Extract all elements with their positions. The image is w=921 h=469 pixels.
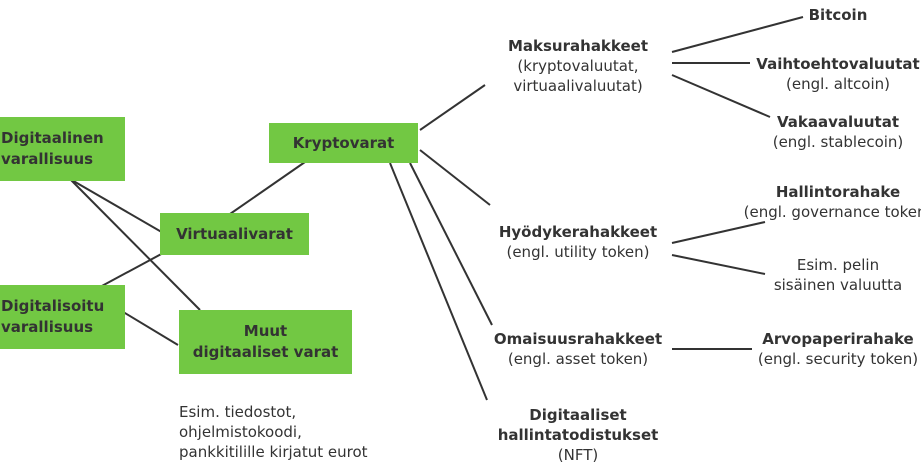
edge-digitaalinen-muut [69,178,201,311]
edge-digitalisoitu-virtuaalivarat [99,251,166,288]
node-title: Maksurahakkeet [507,37,649,55]
node-subtitle: (NFT) [557,446,599,464]
vaihtoehtovaluutat-node: Vaihtoehtovaluutat (engl. altcoin) [756,54,919,94]
digitaalinen-varallisuus-box: Digitaalinen varallisuus [0,117,125,181]
hallintorahake-node: Hallintorahake (engl. governance token) [744,182,921,222]
vakaavaluutat-node: Vakaavaluutat (engl. stablecoin) [773,112,904,152]
node-subtitle: (engl. utility token) [506,243,650,261]
edge-kryptovarat-maksurahakkeet [419,84,486,131]
edge-maksu-bitcoin [671,16,804,53]
example-line: ohjelmistokoodi, [179,423,302,441]
bitcoin-node: Bitcoin [809,5,868,25]
node-subtitle: virtuaalivaluutat) [513,77,643,95]
digitalisoitu-varallisuus-box: Digitalisoitu varallisuus [0,285,125,349]
edge-digitaalinen-virtuaalivarat [69,178,166,235]
node-title: Arvopaperirahake [762,330,914,348]
node-title: Vaihtoehtovaluutat [756,55,920,73]
hyodykerahakkeet-node: Hyödykerahakkeet (engl. utility token) [499,222,657,262]
node-title: Hallintorahake [775,183,901,201]
box-label-line: varallisuus [1,318,94,336]
box-label-line: varallisuus [1,150,94,168]
arvopaperirahake-node: Arvopaperirahake (engl. security token) [758,329,918,369]
node-subtitle: (engl. altcoin) [785,75,890,93]
edge-maksu-vakaavaluutat [671,74,771,118]
pelin-valuutta-node: Esim. pelin sisäinen valuutta [774,255,902,295]
node-subtitle: sisäinen valuutta [773,276,903,294]
omaisuusrahakkeet-node: Omaisuusrahakkeet (engl. asset token) [494,329,662,369]
nft-node: Digitaaliset hallintatodistukset (NFT) [498,405,659,465]
node-subtitle: (kryptovaluutat, [517,57,639,75]
node-title: Vakaavaluutat [776,113,899,131]
example-line: pankkitilille kirjatut eurot [179,443,368,461]
box-label: Kryptovarat [292,133,395,152]
edge-virtuaalivarat-kryptovarat [229,161,306,215]
node-title: Omaisuusrahakkeet [493,330,663,348]
example-line: Esim. tiedostot, [179,403,297,421]
edge-kryptovarat-omaisuusrahakkeet [409,162,493,326]
kryptovarat-box: Kryptovarat [269,123,418,163]
node-subtitle: (engl. governance token) [743,203,921,221]
box-label-line: Muut [243,322,288,340]
node-title: Digitaaliset [529,406,627,424]
node-title: Hyödykerahakkeet [498,223,658,241]
box-label-line: Digitaalinen [1,129,104,147]
node-title: hallintatodistukset [497,426,659,444]
muut-example-text: Esim. tiedostot, ohjelmistokoodi, pankki… [179,402,368,462]
virtuaalivarat-box: Virtuaalivarat [160,213,309,255]
box-label: Virtuaalivarat [176,224,293,243]
node-subtitle: (engl. security token) [757,350,919,368]
node-subtitle: Esim. pelin [796,256,880,274]
edge-hyodyke-pelin-valuutta [671,254,766,275]
node-subtitle: (engl. asset token) [507,350,649,368]
edge-hyodyke-hallintorahake [671,221,766,244]
edge-kryptovarat-hyodykerahakkeet [419,149,491,206]
node-subtitle: (engl. stablecoin) [772,133,904,151]
maksurahakkeet-node: Maksurahakkeet (kryptovaluutat, virtuaal… [508,36,648,96]
edge-kryptovarat-nft [389,162,488,401]
box-label-line: Digitalisoitu [1,297,105,315]
box-label-line: digitaaliset varat [192,343,339,361]
node-title: Bitcoin [808,6,868,24]
muut-digitaaliset-varat-box: Muut digitaaliset varat [179,310,352,374]
